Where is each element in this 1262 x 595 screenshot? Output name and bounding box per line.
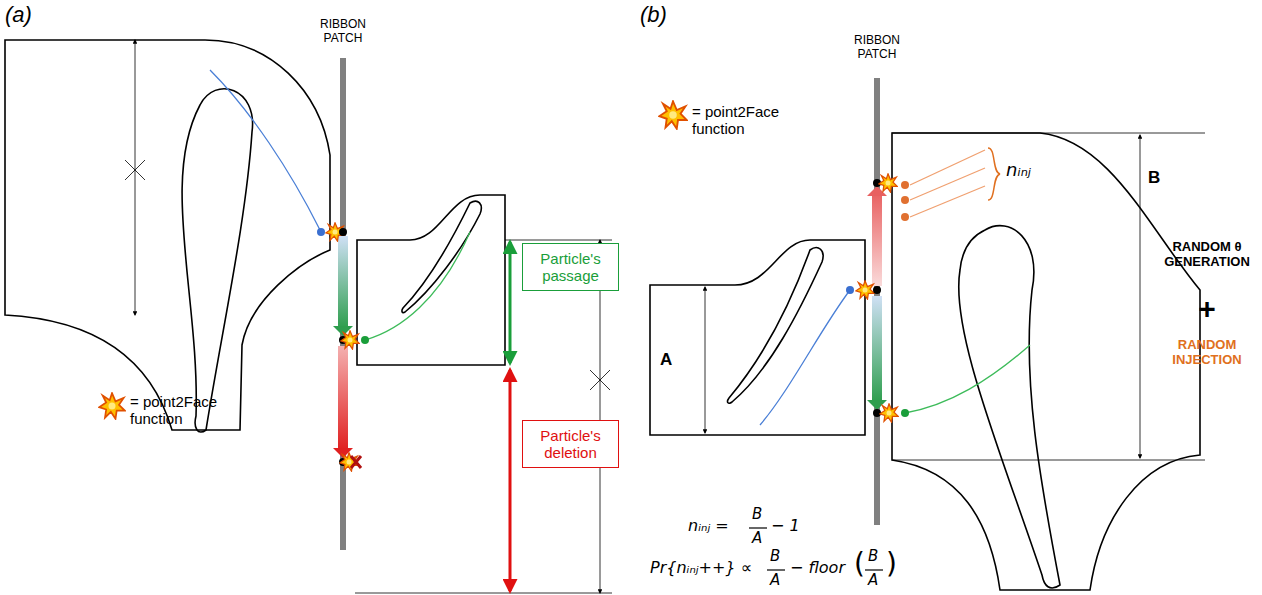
legend-note: = point2Face function — [692, 103, 804, 138]
formula-term: A — [752, 530, 762, 547]
passage-box: Particle's passage — [522, 243, 619, 291]
panel-letter: (a) — [5, 2, 32, 27]
panel-letter: (b) — [640, 2, 667, 27]
formula-term: B — [752, 506, 762, 523]
formula-term: − 1 — [771, 517, 800, 535]
patch-label: RIBBON PATCH — [310, 18, 376, 46]
formula-term: A — [868, 572, 878, 589]
formula-term: Pr{nᵢₙⱼ++} ∝ — [650, 559, 752, 577]
formula-term: B — [868, 548, 878, 565]
formula-paren: ( — [854, 548, 865, 580]
dimension-label: A — [660, 350, 672, 370]
box-text: Particle's deletion — [528, 427, 613, 462]
formula-term: A — [770, 572, 780, 589]
box-text: Particle's passage — [528, 250, 613, 285]
plus-sign: + — [1197, 292, 1217, 327]
injection-count: nᵢₙⱼ — [1006, 160, 1031, 181]
step-label: RANDOM INJECTION — [1156, 338, 1258, 368]
deletion-box: Particle's deletion — [522, 420, 619, 468]
formula-term: − floor — [790, 559, 845, 577]
step-label: RANDOM θ GENERATION — [1156, 240, 1258, 270]
legend-note: = point2Face function — [130, 393, 230, 428]
patch-label: RIBBON PATCH — [844, 34, 910, 62]
formula-term: nᵢₙⱼ = — [688, 517, 729, 535]
formula-paren: ) — [886, 548, 897, 580]
formula-term: B — [770, 548, 780, 565]
dimension-label: B — [1148, 168, 1160, 188]
